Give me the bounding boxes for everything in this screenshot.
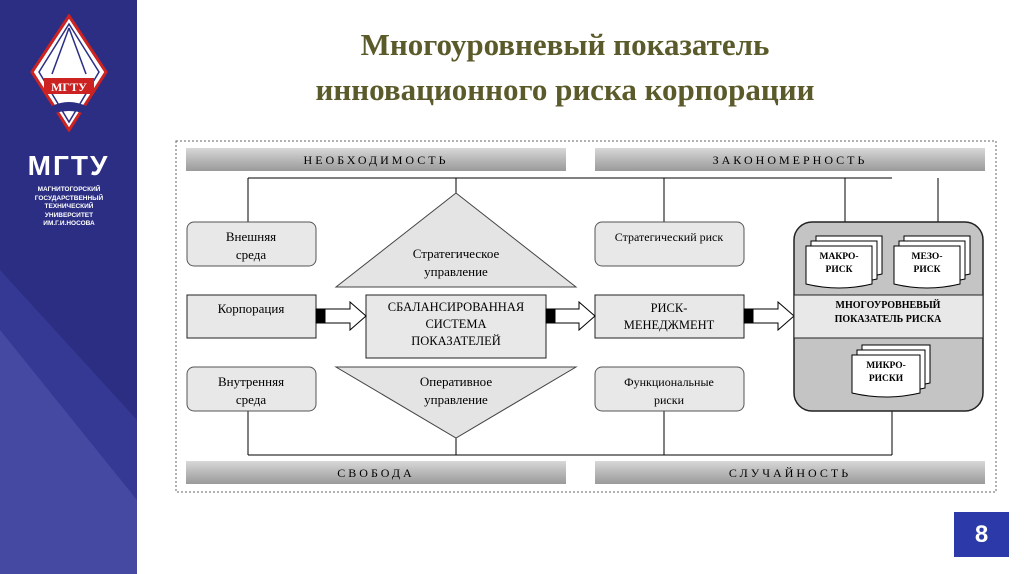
functional-risks-line: Функциональные xyxy=(624,375,714,389)
university-name-line: государственный xyxy=(34,194,104,202)
risk-mgmt-line: МЕНЕДЖМЕНТ xyxy=(624,318,715,332)
strategic-risk-label: Стратегический риск xyxy=(615,230,724,244)
sidebar: МГТУ МГТУ магнитогорский государственный… xyxy=(0,0,137,574)
macro-line: МАКРО- xyxy=(819,252,858,262)
band-freedom: СВОБОДА xyxy=(186,461,566,484)
sidebar-stripe xyxy=(0,270,137,574)
strategic-mgmt-line: Стратегическое xyxy=(413,246,500,261)
arrow-riskmgmt-to-indicator xyxy=(743,300,795,332)
external-env-line: Внешняя xyxy=(226,229,276,244)
risk-mgmt-box: РИСК- МЕНЕДЖМЕНТ xyxy=(594,294,745,339)
university-abbr: МГТУ xyxy=(27,150,110,181)
bsc-line: ПОКАЗАТЕЛЕЙ xyxy=(411,334,501,348)
strategic-mgmt-line: управление xyxy=(424,264,488,279)
university-name-line: магнитогорский xyxy=(37,186,101,193)
arrow-corporation-to-bsc xyxy=(315,300,367,332)
external-env-line: среда xyxy=(236,247,266,262)
risk-mgmt-line: РИСК- xyxy=(651,301,688,315)
internal-env-line: Внутренняя xyxy=(218,374,284,389)
diagram-frame xyxy=(175,140,997,493)
internal-env-box: Внутренняя среда xyxy=(186,366,317,412)
university-name-line: университет xyxy=(44,211,94,219)
operative-mgmt-line: управление xyxy=(424,392,488,407)
corporation-label: Корпорация xyxy=(218,301,285,316)
band-chance-label: СЛУЧАЙНОСТЬ xyxy=(729,466,851,480)
corporation-box: Корпорация xyxy=(186,294,317,339)
external-env-box: Внешняя среда xyxy=(186,221,317,267)
band-regularity: ЗАКОНОМЕРНОСТЬ xyxy=(595,148,985,171)
macro-line: РИСК xyxy=(826,265,853,275)
meso-risk-doc: МЕЗО- РИСК xyxy=(893,235,971,289)
operative-mgmt-triangle: Оперативное управление xyxy=(334,366,578,439)
operative-mgmt-line: Оперативное xyxy=(420,374,492,389)
micro-risks-doc: МИКРО- РИСКИ xyxy=(851,344,931,398)
page-number-badge: 8 xyxy=(954,512,1009,557)
title-line-2: инновационного риска корпорации xyxy=(315,72,815,107)
strategic-risk-box: Стратегический риск xyxy=(594,221,745,267)
multilevel-line: ПОКАЗАТЕЛЬ РИСКА xyxy=(835,314,943,325)
bsc-box: СБАЛАНСИРОВАННАЯ СИСТЕМА ПОКАЗАТЕЛЕЙ xyxy=(365,294,547,359)
university-logo-icon xyxy=(30,14,108,132)
flow-arrows xyxy=(315,300,795,332)
strategic-mgmt-triangle: Стратегическое управление xyxy=(334,192,578,288)
band-regularity-label: ЗАКОНОМЕРНОСТЬ xyxy=(713,153,868,167)
functional-risks-box: Функциональные риски xyxy=(594,366,745,412)
title-line-1: Многоуровневый показатель xyxy=(360,27,770,62)
arrow-bsc-to-riskmgmt xyxy=(545,300,596,332)
meso-line: РИСК xyxy=(914,265,941,275)
university-name: магнитогорский государственный техническ… xyxy=(14,186,124,229)
bsc-line: СБАЛАНСИРОВАННАЯ xyxy=(388,300,524,314)
internal-env-line: среда xyxy=(236,392,266,407)
multilevel-line: МНОГОУРОВНЕВЫЙ xyxy=(836,299,941,311)
micro-line: МИКРО- xyxy=(866,361,906,371)
logo-badge-text: МГТУ xyxy=(51,80,87,94)
meso-line: МЕЗО- xyxy=(912,252,943,262)
university-name-line: технический xyxy=(44,203,94,210)
functional-risks-line: риски xyxy=(654,393,685,407)
macro-risk-doc: МАКРО- РИСК xyxy=(805,235,883,289)
band-necessity-label: НЕОБХОДИМОСТЬ xyxy=(304,153,449,167)
logo-badge: МГТУ xyxy=(51,80,87,94)
band-chance: СЛУЧАЙНОСТЬ xyxy=(595,461,985,484)
micro-line: РИСКИ xyxy=(869,374,904,384)
university-name-line: им.г.и.носова xyxy=(43,220,95,227)
band-freedom-label: СВОБОДА xyxy=(337,466,414,480)
bsc-line: СИСТЕМА xyxy=(425,317,486,331)
band-necessity: НЕОБХОДИМОСТЬ xyxy=(186,148,566,171)
page-title: Многоуровневый показатель инновационного… xyxy=(150,22,980,112)
